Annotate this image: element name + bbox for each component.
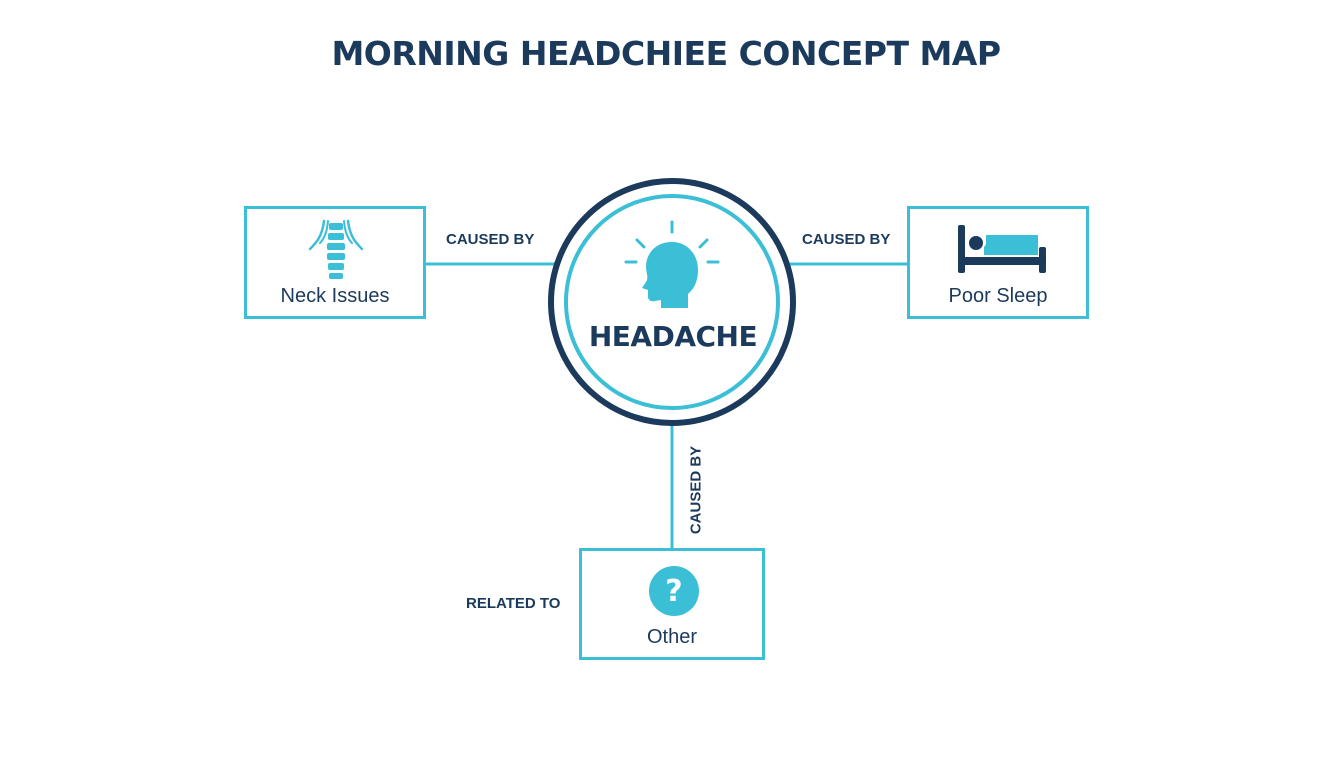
node-other-label: Other [646,626,698,648]
related-to-label: RELATED TO [466,595,561,612]
node-neck-issues[interactable]: Neck Issues [244,206,426,319]
edge-label-sleep: CAUSED BY [802,231,891,248]
node-neck-issues-label: Neck Issues [280,285,390,307]
head-lightbulb-icon [624,220,720,308]
edge-label-other: CAUSED BY [687,445,705,535]
node-poor-sleep[interactable]: Poor Sleep [907,206,1089,319]
edge-label-neck: CAUSED BY [446,231,535,248]
center-node-label: HEADACHE [588,320,758,353]
page-title: MORNING HEADCHIEE CONCEPT MAP [331,34,1001,73]
bed-icon [958,225,1046,273]
node-poor-sleep-label: Poor Sleep [948,285,1048,307]
svg-text:?: ? [665,574,682,609]
spine-icon [308,219,364,279]
question-mark-icon: ? [649,566,699,616]
node-other[interactable]: ? Other [579,548,765,660]
